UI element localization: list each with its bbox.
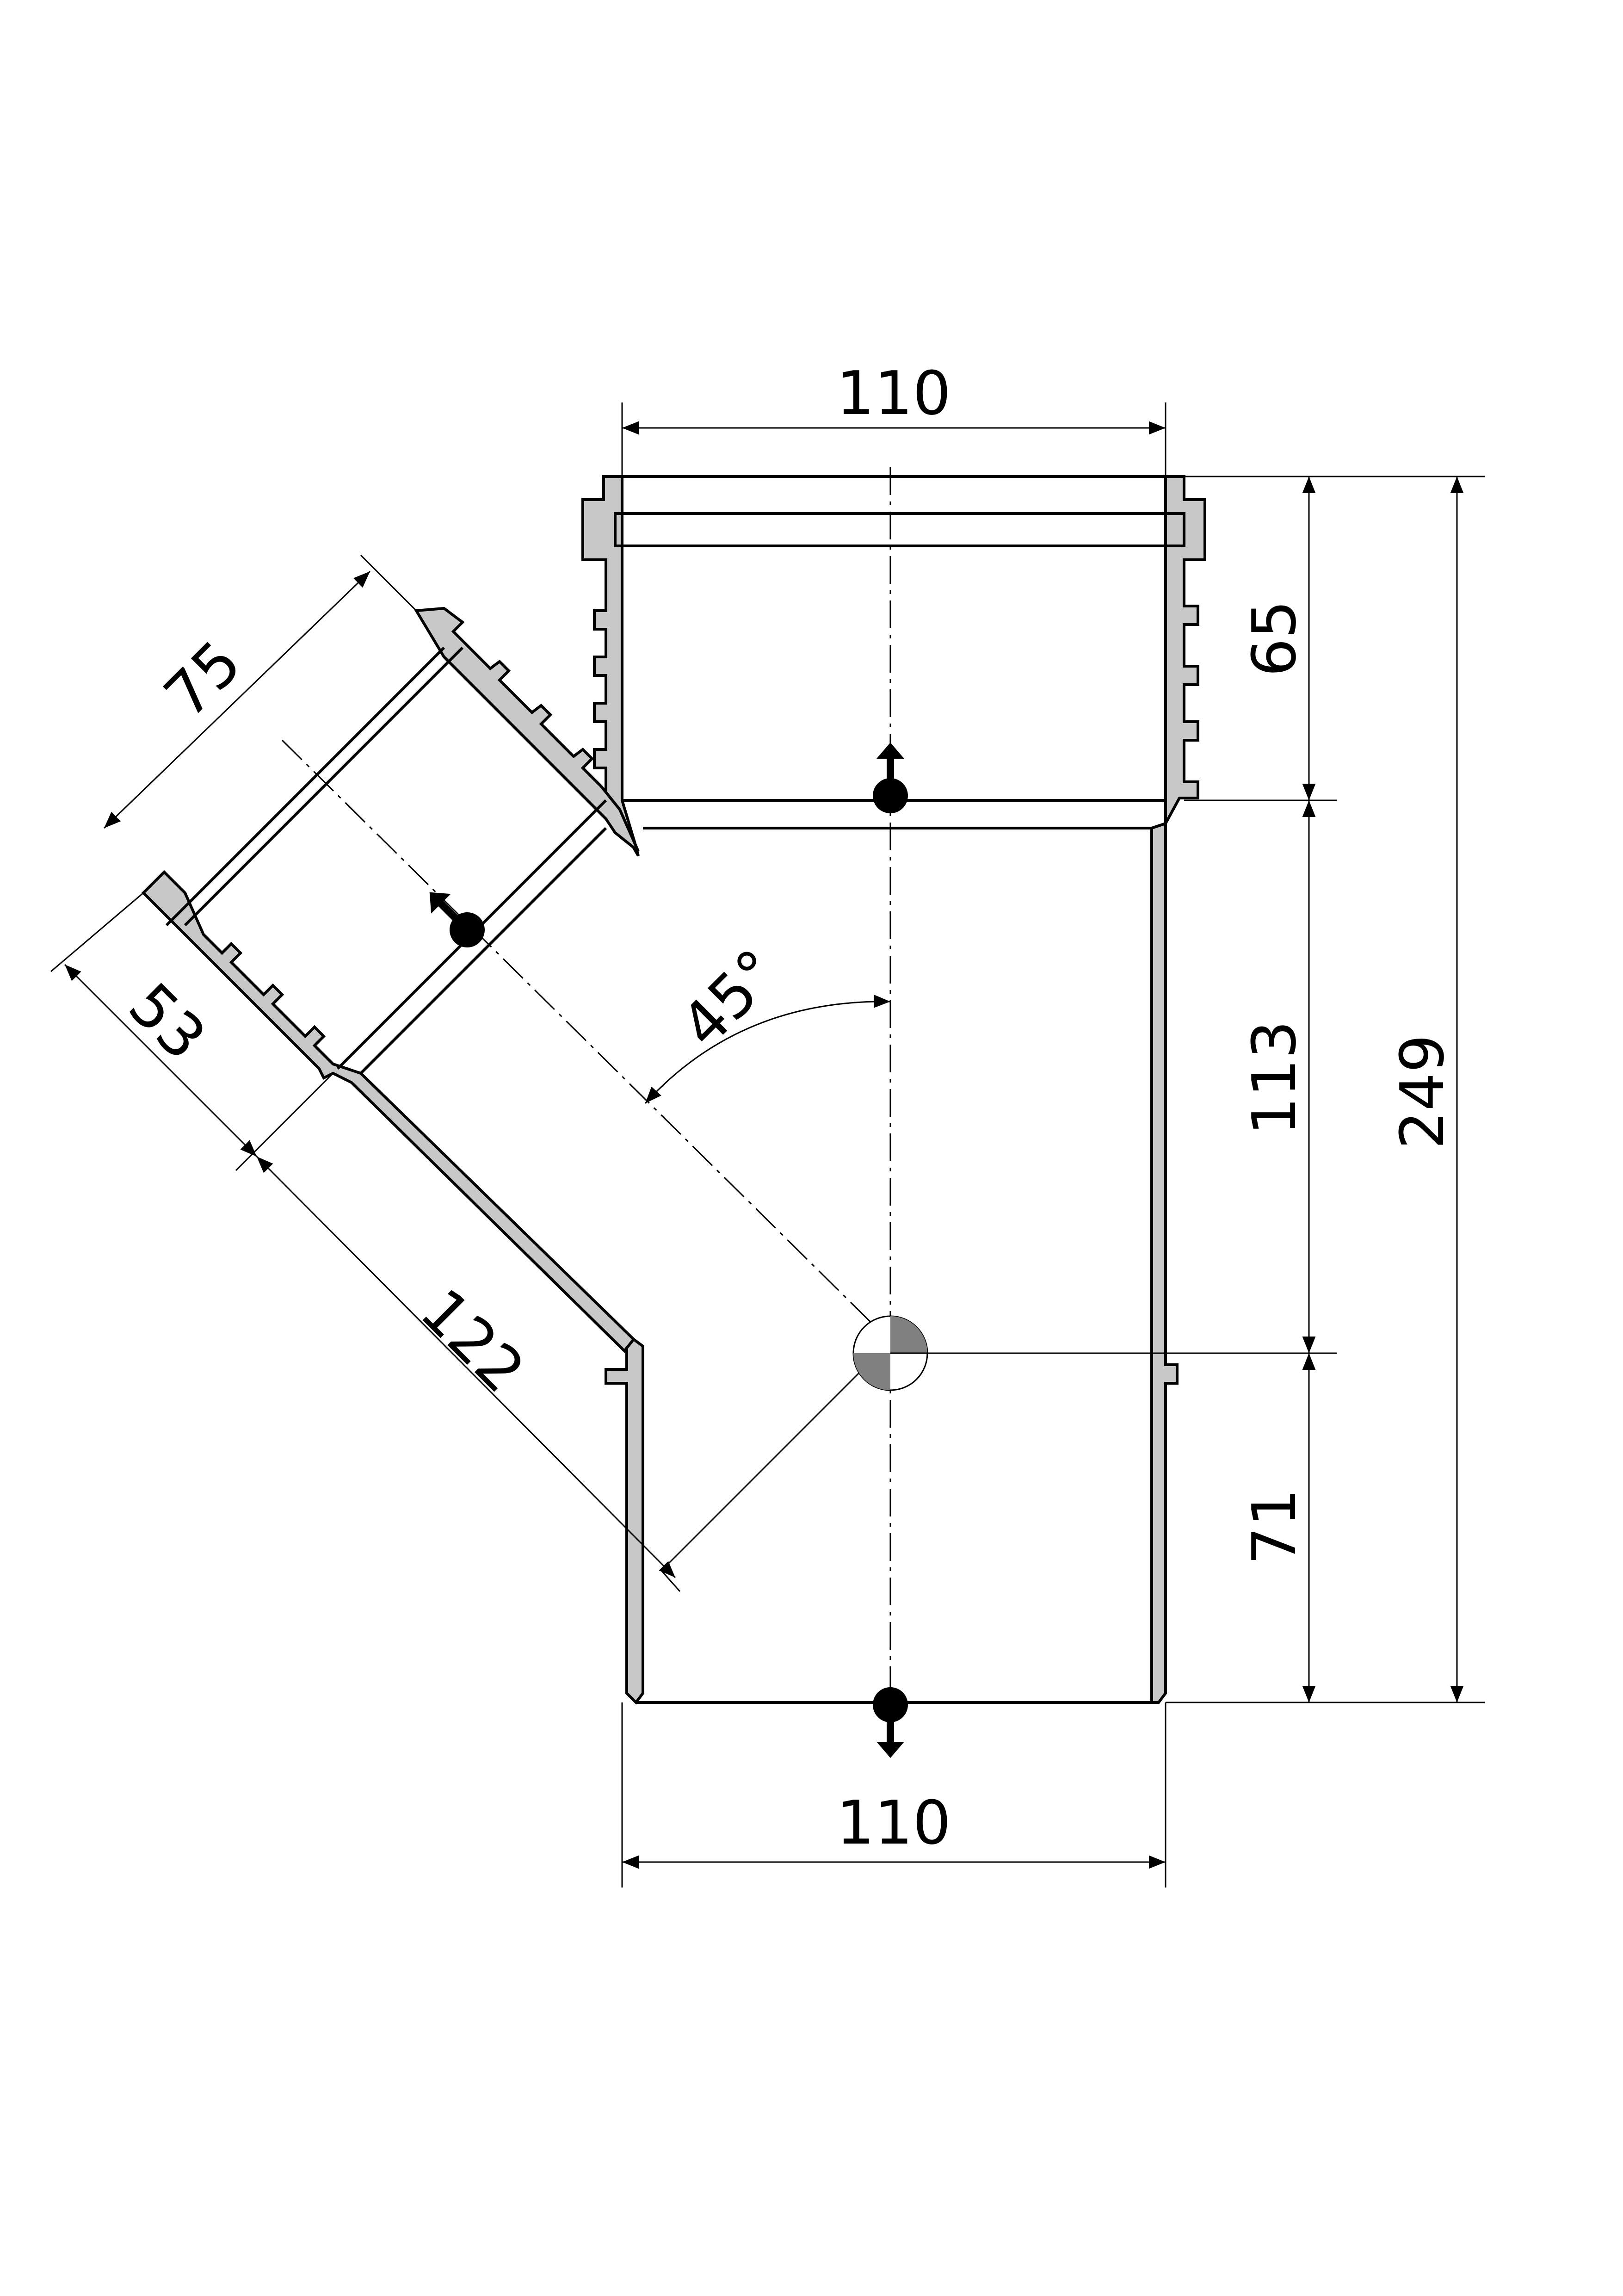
branch-inner-line-2	[359, 827, 607, 1075]
main-pipe	[581, 475, 1206, 1705]
center-lines	[281, 467, 891, 1721]
label-branch-socket: 53	[116, 970, 219, 1073]
label-branch-length: 122	[407, 1275, 538, 1406]
label-bottom-length: 71	[1239, 1488, 1309, 1565]
body-left-wall	[605, 1337, 644, 1705]
downward-flow-arrow-icon	[873, 1687, 908, 1758]
dim-branch-angle	[644, 995, 891, 1104]
label-middle-length: 113	[1239, 1021, 1309, 1135]
dim-branch-socket	[64, 964, 258, 1157]
label-socket-depth: 65	[1239, 600, 1309, 676]
upward-flow-arrow-icon	[873, 743, 908, 813]
top-seal-ring	[614, 512, 1185, 547]
top-socket-right-wall	[1164, 475, 1206, 824]
branch-lower-wall	[141, 870, 636, 1353]
label-branch-diameter: 75	[151, 627, 254, 731]
label-overall-height: 249	[1387, 1034, 1457, 1149]
dimension-labels: 110 110 65 113 71 249 75 53 122 45°	[116, 358, 1457, 1858]
branch-flow-arrow-icon	[429, 892, 485, 947]
dimension-lines	[64, 421, 1464, 1869]
body-right-wall	[1150, 821, 1179, 1704]
dim-branch-diameter	[103, 570, 371, 829]
branch-axis	[281, 739, 891, 1343]
label-branch-angle: 45°	[667, 936, 792, 1061]
label-top-width: 110	[836, 358, 951, 428]
label-bottom-width: 110	[836, 1788, 951, 1858]
branch-pipe	[141, 606, 640, 1353]
branch-length-reference	[660, 1341, 891, 1572]
branch-upper-wall	[413, 606, 640, 853]
dim-branch-length	[256, 1156, 676, 1578]
